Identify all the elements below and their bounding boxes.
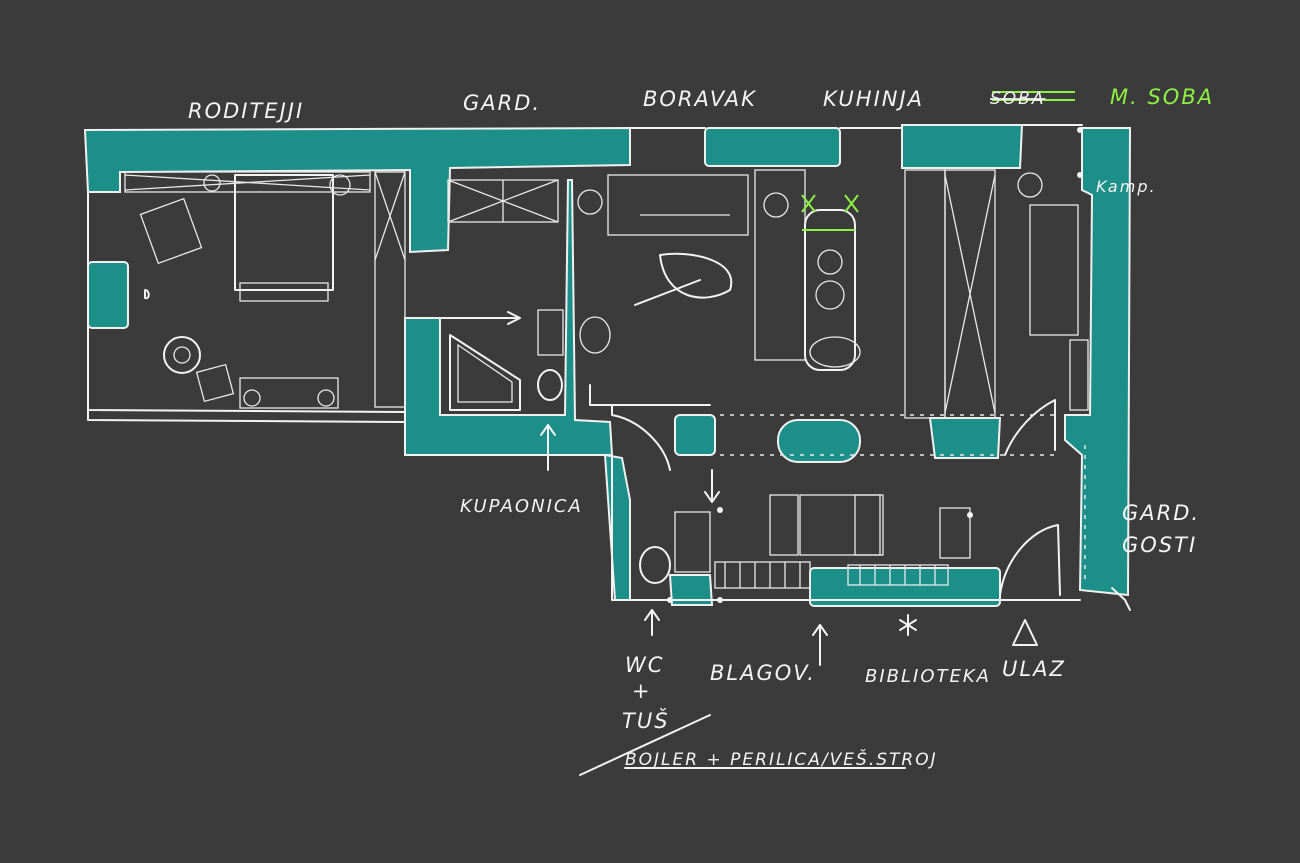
east-wall [1064,127,1132,597]
bath-wall [404,179,614,456]
north-wall-west [83,126,631,254]
north-wall-kitchen [901,124,1024,169]
kitchen-end-wall [928,417,1002,459]
west-wall-segment [87,261,129,329]
sketch-lines [87,91,1131,776]
label-kuhinja: KUHINJA [823,87,924,111]
label-kamp: Kamp. [1096,177,1157,196]
corridor-wall [603,453,631,601]
island-table [777,419,861,463]
kitchen-island-cooktop [804,209,856,371]
label-struck-word: SOBA [990,89,1045,109]
label-roditelji: RODITEJJI [188,99,304,123]
label-gard-gosti-1: GARD. [1122,501,1200,525]
label-plus: + [632,679,652,703]
label-ulaz: ULAZ [1002,657,1066,681]
label-blagovaonica: BLAGOV. [710,661,816,685]
label-kupaonica: KUPAONICA [460,496,583,517]
label-gard-top: GARD. [463,91,541,115]
north-wall-living [704,127,841,167]
label-boravak: BORAVAK [643,87,757,111]
label-tus: TUŠ [622,708,670,733]
label-wc: WC [625,653,664,677]
labels: RODITEJJI GARD. BORAVAK KUHINJA SOBA M. … [188,85,1214,770]
label-m-soba: M. SOBA [1110,85,1214,109]
label-biblioteka: BIBLIOTEKA [865,666,991,687]
double-bed [234,174,334,291]
label-note: BOJLER + PERILICA/VEŠ.STROJ [625,748,938,770]
wc-wall [668,574,714,606]
column-pillar [674,414,716,456]
label-gard-gosti-2: GOSTI [1122,533,1197,557]
walls [83,124,1132,607]
